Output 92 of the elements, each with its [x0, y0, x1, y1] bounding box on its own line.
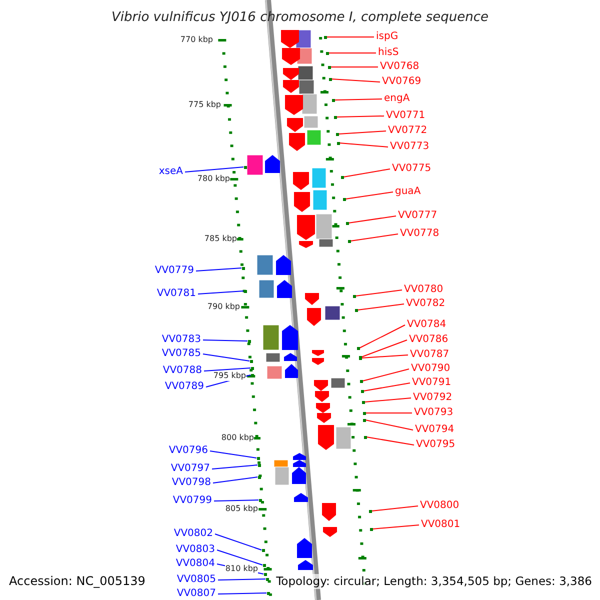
leader-line — [363, 382, 410, 392]
leader-line — [331, 78, 380, 82]
gene-label: VV0785 — [162, 348, 201, 360]
gene-label: engA — [384, 93, 410, 105]
gene-label: xseA — [158, 166, 183, 178]
leader-line — [334, 98, 382, 100]
scale-label: 795 kbp — [213, 371, 246, 381]
gene-label: VV0771 — [386, 110, 426, 122]
leader-line — [212, 464, 258, 470]
gene-label: guaA — [395, 186, 421, 198]
leader-line — [196, 268, 242, 272]
leader-line — [218, 578, 266, 580]
scale-label: 785 kbp — [204, 234, 237, 244]
scale-label: 810 kbp — [225, 564, 258, 574]
leader-line — [343, 168, 390, 178]
leader-line — [212, 476, 258, 484]
sequence-info-label: Topology: circular; Length: 3,354,505 bp; Genes: 3,386 — [276, 574, 592, 589]
leader-line — [364, 398, 412, 402]
gene-label: VV0786 — [409, 334, 448, 346]
gene-label: VV0792 — [413, 392, 452, 404]
leader-line — [357, 304, 404, 310]
leader-line — [202, 354, 250, 362]
gene-label: VV0783 — [162, 334, 201, 346]
gene-label: VV0796 — [168, 445, 208, 457]
leader-line — [202, 340, 248, 342]
gene-label: hisS — [378, 47, 399, 59]
gene-label: VV0794 — [415, 424, 454, 436]
leader-line — [184, 166, 244, 172]
gene-label: VV0795 — [416, 439, 456, 451]
gene-label: VV0784 — [407, 319, 446, 331]
leader-line — [339, 142, 388, 148]
gene-label: VV0801 — [421, 519, 460, 531]
leader-line — [355, 290, 402, 296]
gene-label: VV0780 — [404, 284, 444, 296]
scale-label: 790 kbp — [207, 302, 240, 312]
leader-line — [216, 550, 263, 566]
scale-label: 775 kbp — [188, 100, 221, 110]
leader-line — [330, 66, 378, 68]
gene-label: VV0787 — [410, 349, 450, 361]
gene-label: VV0775 — [392, 163, 432, 175]
gene-label: VV0781 — [156, 288, 196, 300]
leader-line — [359, 324, 406, 348]
gene-label: VV0790 — [411, 363, 450, 375]
gene-label: VV0798 — [172, 477, 211, 489]
scale-label: 800 kbp — [221, 433, 254, 443]
gene-label: VV0773 — [390, 141, 430, 153]
gene-label: VV0802 — [174, 528, 213, 540]
scale-label: 780 kbp — [197, 174, 230, 184]
leader-line — [361, 340, 408, 358]
leader-line — [214, 534, 262, 550]
gene-label: VV0769 — [382, 76, 422, 88]
leader-line — [214, 500, 259, 502]
gene-label: VV0807 — [176, 588, 216, 600]
gene-label: VV0779 — [154, 265, 194, 277]
diagram-title: Vibrio vulnificus YJ016 chromosome I, complete sequence — [110, 9, 490, 26]
gene-label: VV0777 — [398, 210, 438, 222]
leader-line — [204, 368, 251, 372]
leader-line — [328, 52, 376, 54]
gene-label: VV0799 — [172, 495, 212, 507]
gene-label: VV0789 — [164, 381, 204, 393]
leader-line — [348, 216, 396, 224]
gene-label: VV0788 — [162, 365, 202, 377]
accession-label: Accession: NC_005139 — [9, 574, 146, 589]
leader-line — [350, 234, 398, 242]
leader-line — [362, 368, 410, 382]
leader-line — [326, 36, 374, 38]
leader-line — [372, 524, 420, 530]
leader-line — [198, 290, 244, 294]
leader-line — [366, 436, 414, 446]
gene-label: VV0782 — [406, 298, 446, 310]
gene-label: VV0791 — [412, 377, 452, 389]
gene-label: VV0772 — [388, 125, 428, 137]
leader-line — [365, 420, 414, 430]
leader-line — [336, 116, 384, 118]
gene-label: VV0800 — [420, 500, 460, 512]
leader-line — [361, 354, 408, 358]
leader-line — [210, 450, 257, 458]
gene-label: VV0797 — [170, 463, 210, 475]
gene-label: VV0804 — [176, 558, 215, 570]
leader-line — [371, 506, 418, 512]
leader-line — [338, 130, 386, 134]
leader-line — [218, 592, 267, 594]
leader-line — [345, 192, 394, 200]
scale-label: 805 kbp — [225, 504, 258, 514]
gene-label: VV0803 — [176, 544, 215, 556]
scale-label: 770 kbp — [180, 35, 213, 45]
gene-label: VV0768 — [380, 61, 420, 73]
gene-label: ispG — [376, 31, 398, 43]
gene-label: VV0793 — [414, 407, 454, 419]
leader-line — [365, 412, 412, 414]
gene-label: VV0778 — [400, 228, 440, 240]
gene-label: VV0805 — [176, 574, 216, 586]
